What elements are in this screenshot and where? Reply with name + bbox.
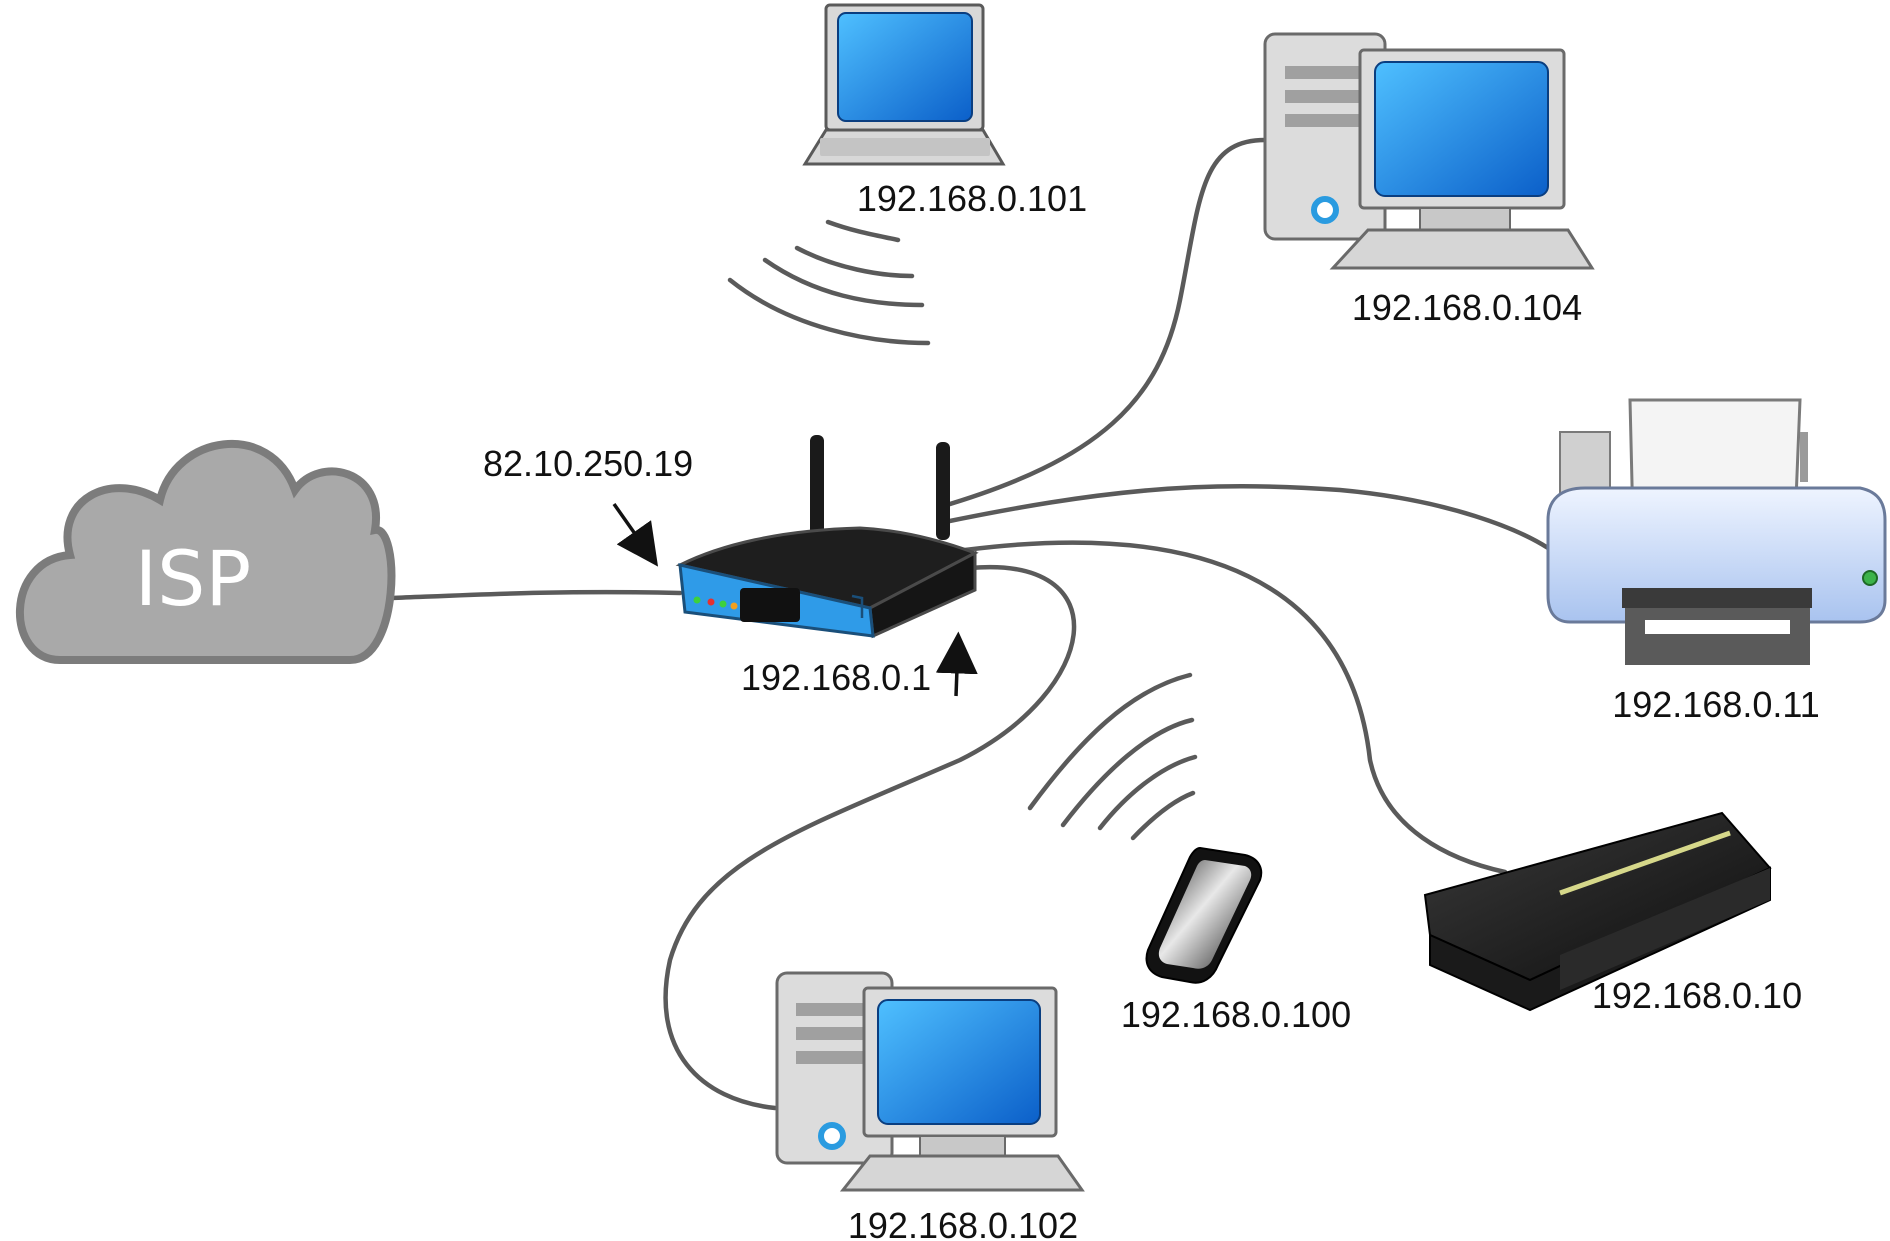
router-wan-ip: 82.10.250.19 <box>483 443 693 484</box>
cloud-icon: ISP <box>15 440 396 664</box>
printer-ip: 192.168.0.11 <box>1612 684 1820 725</box>
laptop-icon <box>802 3 1006 166</box>
cable-router-desktop-bottom <box>663 564 1077 1111</box>
smartphone-icon <box>1145 846 1263 984</box>
wan-arrow <box>612 502 659 567</box>
phone-ip: 192.168.0.100 <box>1121 994 1351 1035</box>
wireless-router-icon <box>675 435 979 639</box>
cable-router-desktop-top <box>937 137 1268 510</box>
cable-router-console <box>962 540 1508 875</box>
network-cables <box>389 137 1551 1111</box>
wifi-waves-phone <box>1027 672 1198 841</box>
antenna-left <box>810 435 824 535</box>
wifi-waves-laptop <box>727 219 931 346</box>
laptop-ip: 192.168.0.101 <box>857 178 1087 219</box>
desktop-computer-icon <box>775 971 1085 1192</box>
cable-router-printer <box>937 484 1551 551</box>
isp-label: ISP <box>135 534 252 623</box>
desktop-bottom-ip: 192.168.0.102 <box>848 1205 1078 1241</box>
game-console-icon <box>1423 811 1772 1012</box>
router-lan-ip: 192.168.0.1 <box>741 657 931 698</box>
desktop-computer-icon <box>1263 32 1595 270</box>
cable-isp-router <box>389 589 683 601</box>
desktop-top-ip: 192.168.0.104 <box>1352 287 1582 328</box>
printer-icon <box>1546 398 1887 665</box>
antenna-right <box>936 442 950 540</box>
lan-arrow <box>935 631 978 697</box>
console-ip: 192.168.0.10 <box>1592 975 1802 1016</box>
